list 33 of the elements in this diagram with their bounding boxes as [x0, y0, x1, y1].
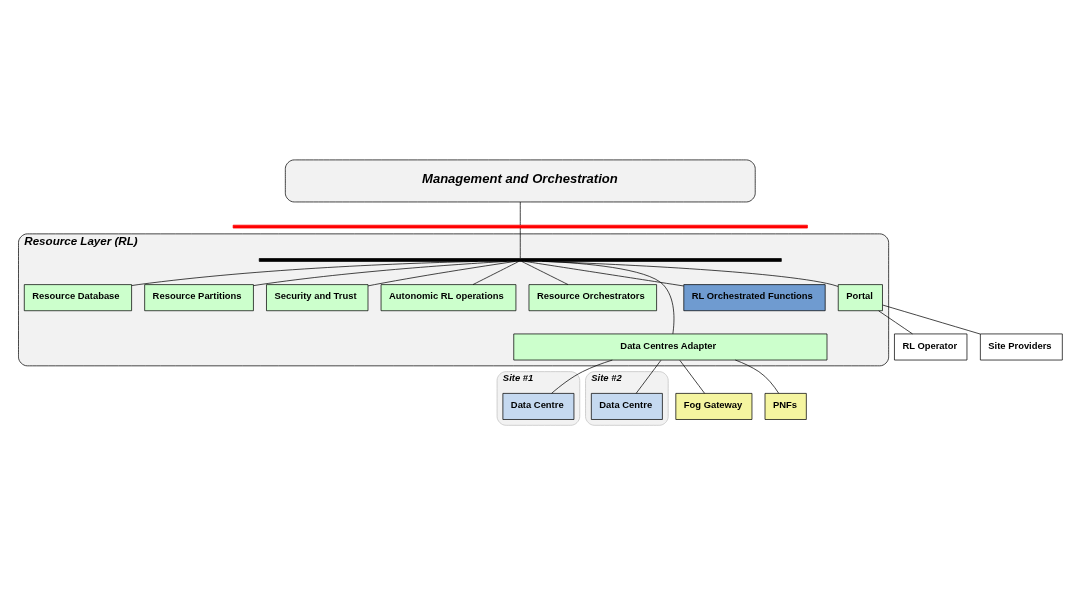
- connector: [734, 359, 780, 394]
- node-box: PNFs: [764, 392, 807, 420]
- node-box: Resource Partitions: [144, 283, 254, 311]
- connector: [519, 201, 521, 225]
- connector: [882, 304, 981, 334]
- connector: [131, 260, 479, 286]
- connector: [551, 359, 613, 394]
- connector: [524, 260, 684, 286]
- connector: [472, 260, 520, 285]
- node-box: Autonomic RL operations: [380, 283, 517, 311]
- connector: [541, 260, 839, 287]
- connector: [519, 227, 521, 258]
- node-box: Site Providers: [980, 333, 1063, 360]
- node-box: Data Centres Adapter: [513, 333, 828, 360]
- node-box: Data Centre: [590, 392, 663, 420]
- connector: [367, 260, 516, 286]
- node-box: RL Orchestrated Functions: [683, 283, 826, 311]
- node-box: Resource Database: [23, 283, 132, 311]
- node-box: Data Centre: [502, 392, 575, 420]
- connector: [679, 359, 705, 394]
- connector: [878, 310, 913, 334]
- node-box: Portal: [837, 283, 883, 311]
- node-bar: [232, 224, 808, 228]
- node-box: Fog Gateway: [675, 392, 753, 420]
- connector: [545, 260, 675, 334]
- node-box: RL Operator: [894, 333, 968, 360]
- node-box: Security and Trust: [266, 283, 369, 311]
- node-box: Resource Orchestrators: [528, 283, 657, 311]
- connector: [521, 260, 569, 285]
- node-box: Management and Orchestration: [284, 159, 756, 202]
- connector: [253, 260, 508, 286]
- connector: [635, 359, 662, 394]
- node-bar: [258, 257, 782, 262]
